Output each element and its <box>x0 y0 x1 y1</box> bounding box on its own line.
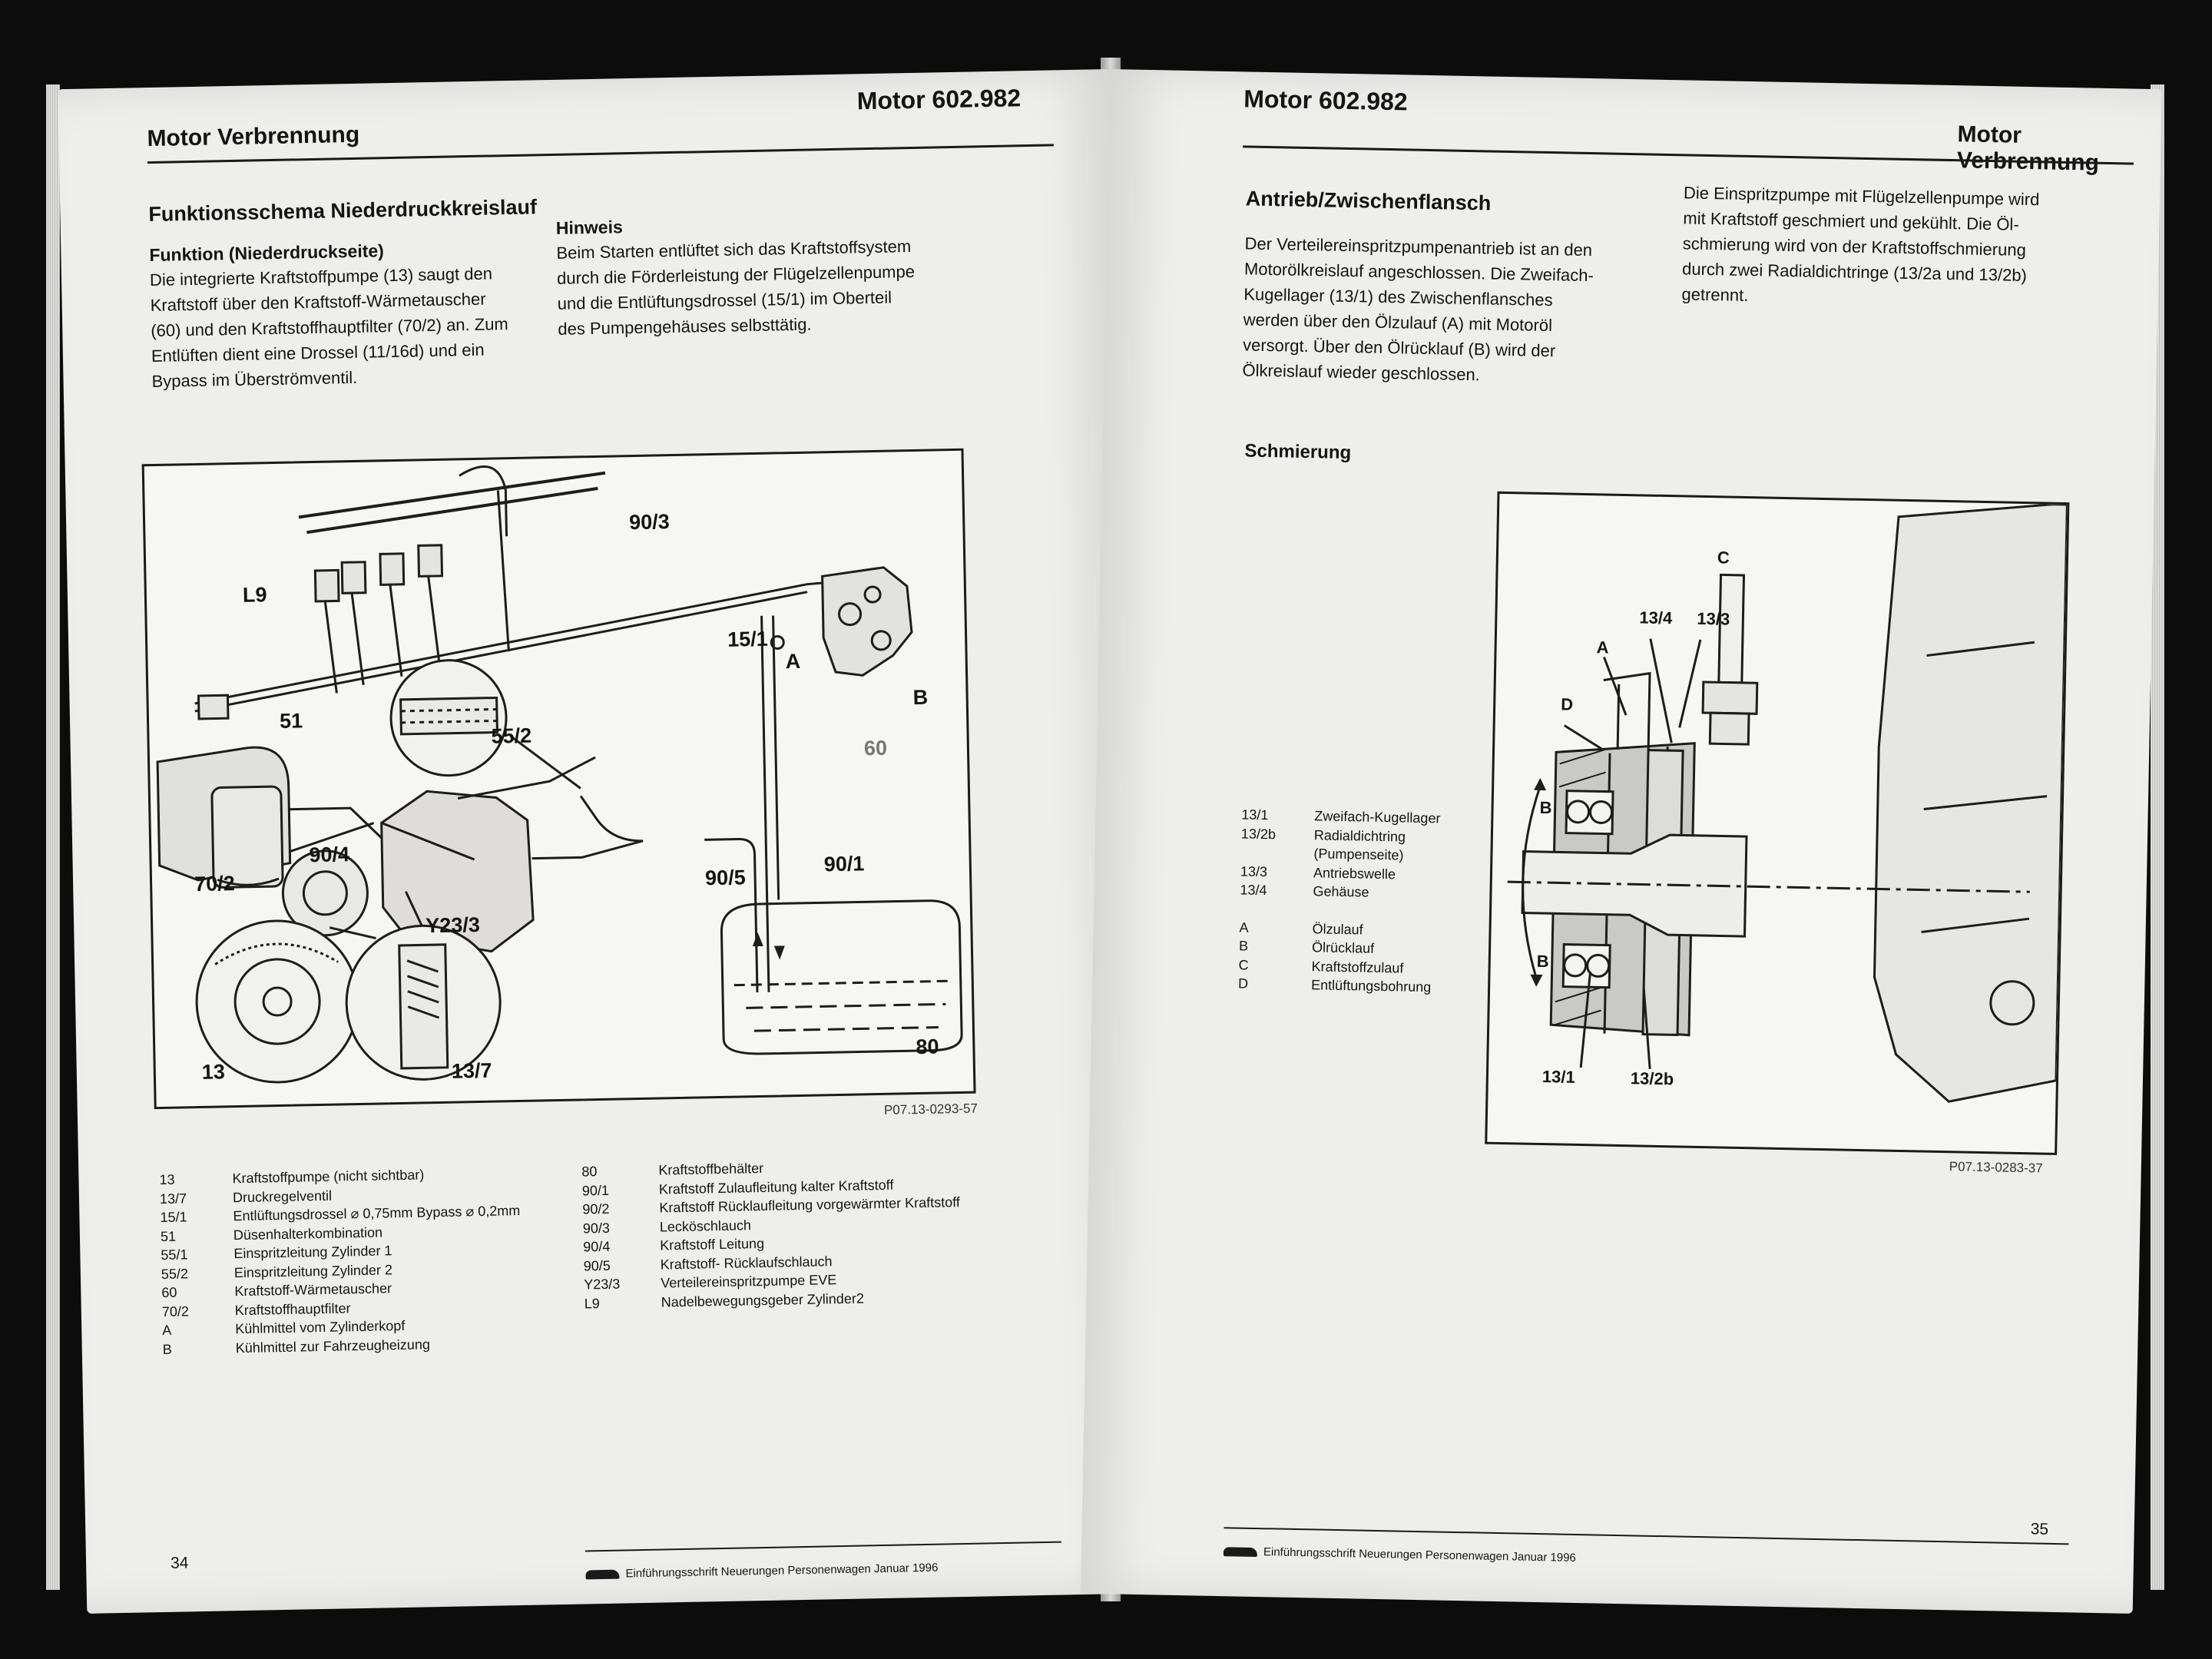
right-footer: Einführungsschrift Neuerungen Personenwa… <box>1223 1545 1577 1565</box>
label-13: 13 <box>201 1060 226 1084</box>
note-block: Hinweis Beim Starten entlüftet sich das … <box>556 210 988 342</box>
fuel-circuit-diagram <box>156 465 963 1084</box>
right-model-title: Motor 602.982 <box>1243 84 1409 116</box>
left-section-title: Motor Verbrennung <box>147 121 360 152</box>
lubrication-figure: C 13/4 13/3 A D B B 13/1 13/2b <box>1485 491 2070 1155</box>
left-footer: Einführungsschrift Neuerungen Personenwa… <box>585 1561 939 1581</box>
label-Y23-3: Y23/3 <box>425 912 481 938</box>
label-90-3: 90/3 <box>628 510 671 535</box>
label-13-3: 13/3 <box>1697 608 1730 629</box>
label-C: C <box>1717 548 1730 568</box>
right-page-number: 35 <box>2030 1520 2049 1538</box>
right-figure-id: P07.13-0283-37 <box>1949 1159 2043 1176</box>
label-B-upper: B <box>1539 797 1552 818</box>
left-page-edge-stack <box>46 84 60 1590</box>
label-90-4: 90/4 <box>309 843 350 867</box>
lubrication-diagram <box>1507 503 2068 1103</box>
label-90-5: 90/5 <box>704 866 746 890</box>
right-footer-rule <box>1224 1527 2069 1545</box>
function-block: Funktion (Niederdruckseite) Die integrie… <box>149 237 551 394</box>
label-70-2: 70/2 <box>194 872 235 896</box>
label-L9: L9 <box>242 583 267 607</box>
side-note-block: Die Einspritzpumpe mit Flügelzellenpumpe… <box>1681 180 2114 315</box>
left-page-number: 34 <box>170 1554 189 1572</box>
left-model-title: Motor 602.982 <box>856 84 1022 115</box>
label-90-1: 90/1 <box>823 852 865 876</box>
intro-block: Der Verteilereinspritzpumpenantrieb ist … <box>1242 230 1675 391</box>
label-A: A <box>1596 637 1609 657</box>
label-13-1: 13/1 <box>1541 1067 1575 1087</box>
label-51: 51 <box>279 709 303 733</box>
left-footer-text: Einführungsschrift Neuerungen Personenwa… <box>625 1561 939 1581</box>
label-55-2: 55/2 <box>491 724 532 748</box>
label-13-2b: 13/2b <box>1630 1068 1674 1089</box>
right-page: Motor 602.982 Motor Verbrennung Antrieb/… <box>1080 69 2162 1614</box>
fuel-circuit-figure: 90/3 L9 15/1 A B 60 51 55/2 90/4 70/2 90… <box>141 448 976 1110</box>
left-page: Motor Verbrennung Motor 602.982 Funktion… <box>58 69 1140 1614</box>
right-footer-text: Einführungsschrift Neuerungen Personenwa… <box>1263 1545 1577 1565</box>
label-13-7: 13/7 <box>451 1058 492 1083</box>
label-A: A <box>785 649 801 674</box>
label-60: 60 <box>863 736 888 760</box>
left-heading: Funktionsschema Niederdruckkreislauf <box>148 195 538 227</box>
label-80: 80 <box>916 1035 939 1059</box>
car-icon <box>1223 1546 1258 1557</box>
lubrication-title: Schmierung <box>1244 440 1352 464</box>
label-13-4: 13/4 <box>1639 608 1673 628</box>
label-B: B <box>912 685 929 710</box>
left-figure-id: P07.13-0293-57 <box>883 1101 979 1118</box>
right-section-title: Motor Verbrennung <box>1956 121 2100 176</box>
right-heading: Antrieb/Zwischenflansch <box>1245 187 1492 215</box>
label-D: D <box>1560 694 1574 714</box>
left-footer-rule <box>584 1541 1061 1552</box>
label-B-lower: B <box>1536 951 1549 972</box>
label-15-1: 15/1 <box>727 627 769 651</box>
car-icon <box>585 1569 620 1579</box>
